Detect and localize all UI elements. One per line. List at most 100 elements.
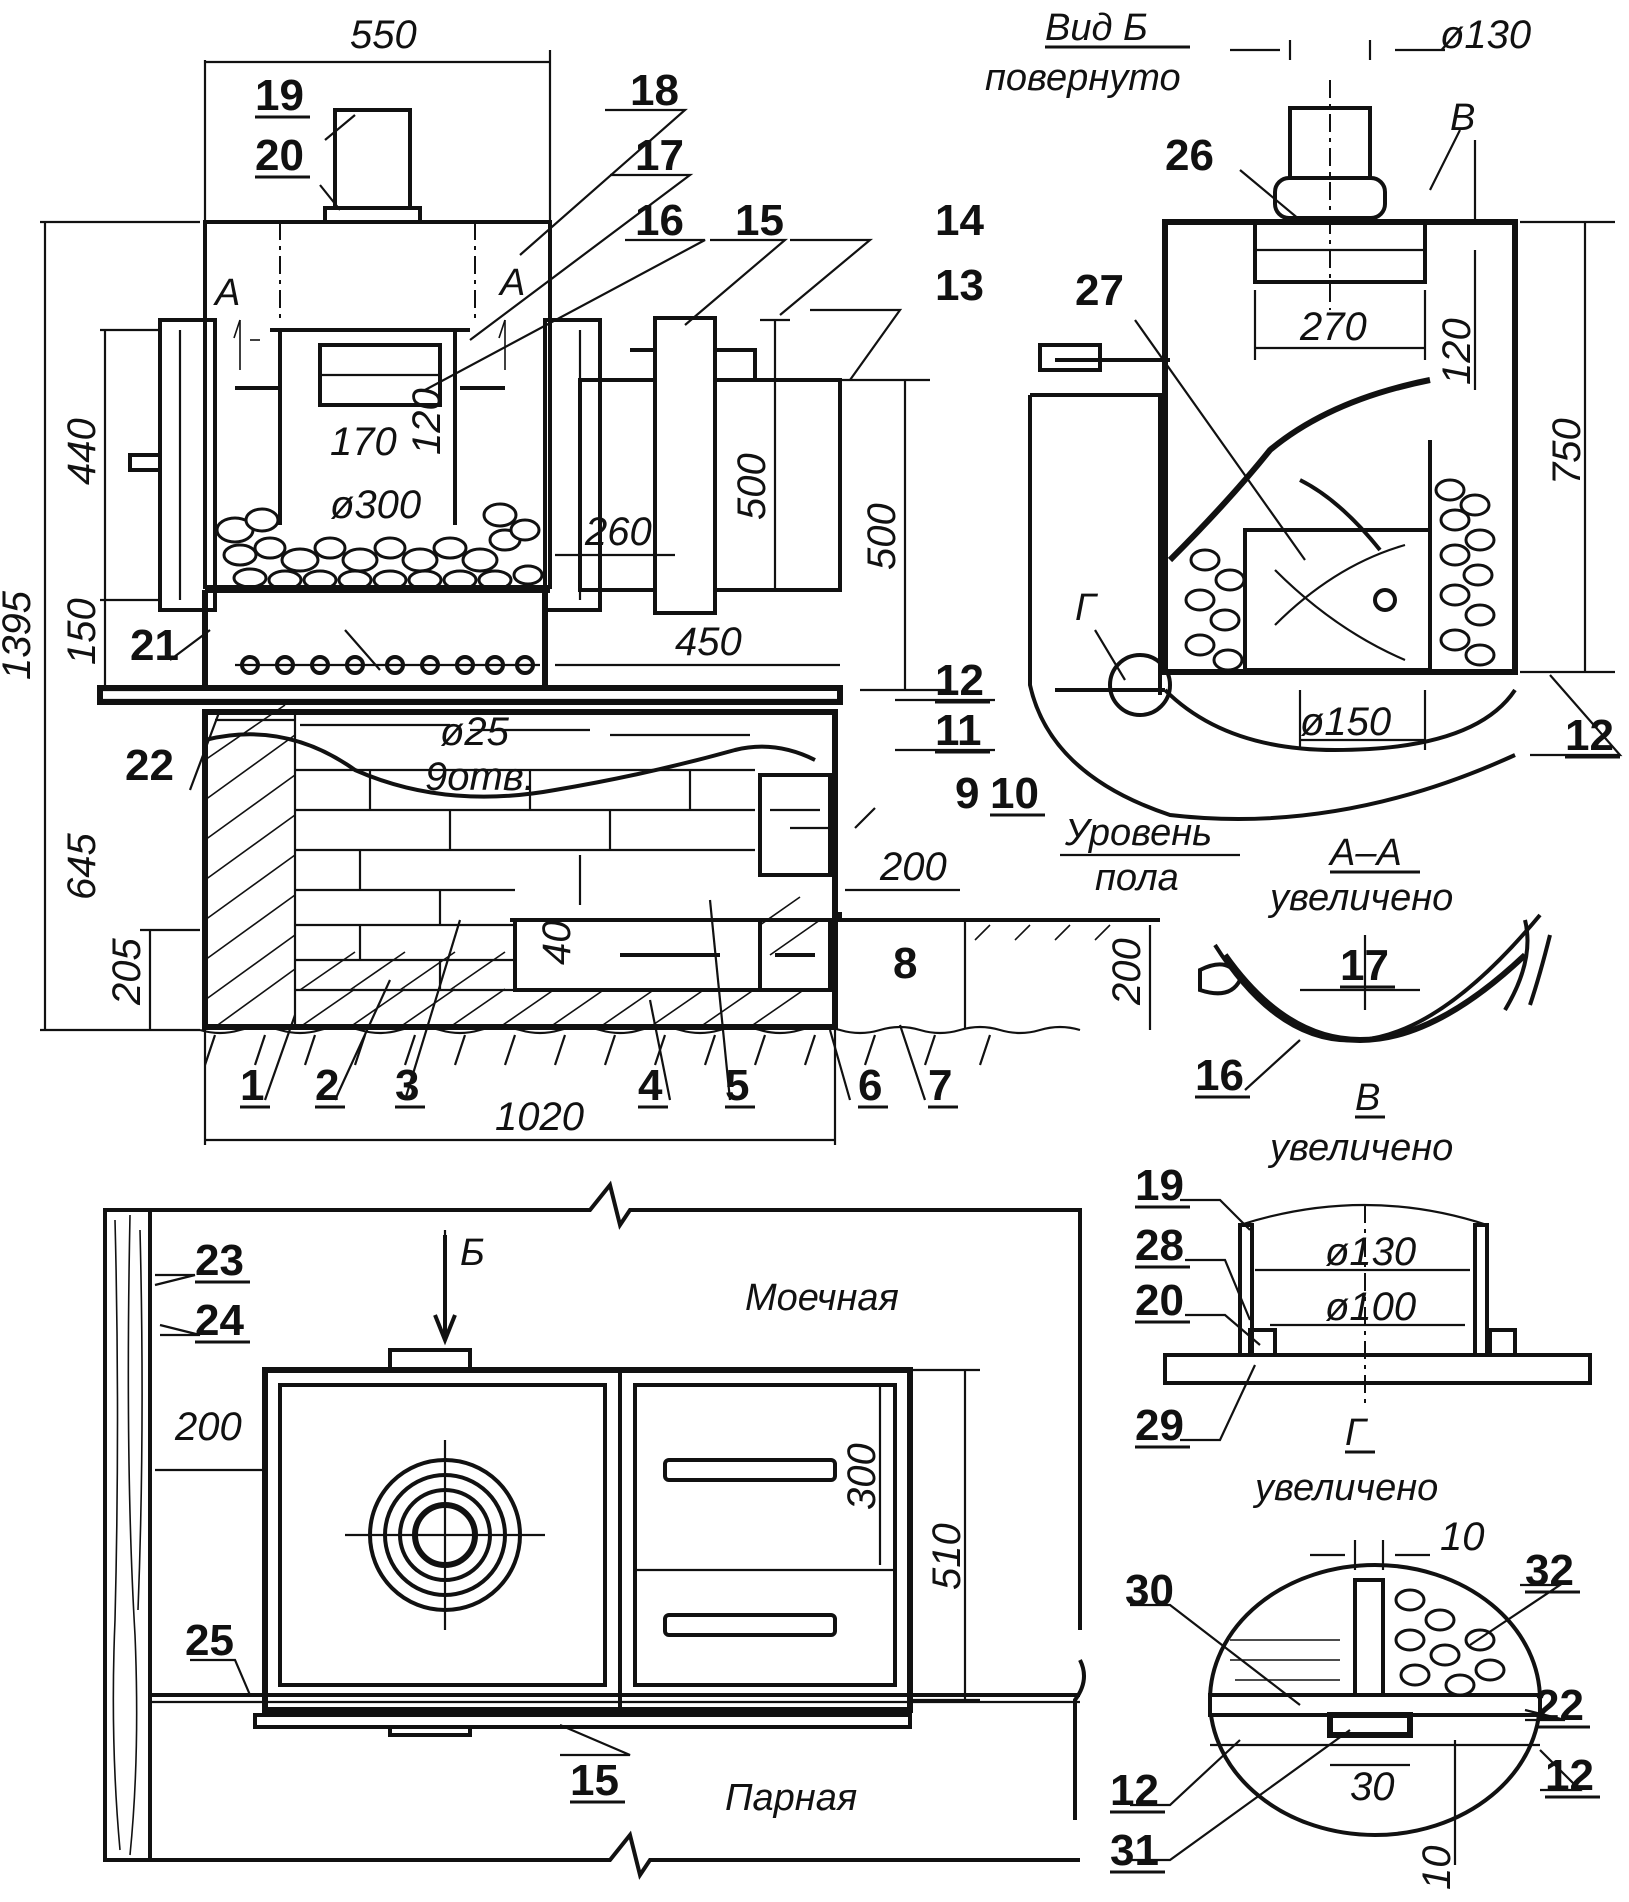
dim-window-h: 120 [405,388,449,455]
stones-side [1184,478,1496,672]
callout-18: 18 [630,66,679,115]
dim-grate-height: 150 [60,598,104,665]
callout-21: 21 [130,621,179,670]
callout-15: 15 [735,196,784,245]
callout-12-side: 12 [1565,711,1614,760]
callout-4: 4 [638,1061,663,1110]
callout-27: 27 [1075,266,1124,315]
callout-29: 29 [1135,1401,1184,1450]
callout-17-aa: 17 [1340,941,1389,990]
callout-20: 20 [255,131,304,180]
callout-22-g: 22 [1535,1681,1584,1730]
callout-28: 28 [1135,1221,1184,1270]
dim-g-30: 30 [1350,1765,1395,1809]
room-steam: Парная [725,1777,857,1819]
callout-numbers: 1 2 3 4 5 6 7 8 9 10 11 12 13 14 15 16 1… [125,66,1614,1875]
dim-gap-260: 260 [584,510,652,554]
dim-tank-diam: ø300 [330,483,421,527]
callout-12: 12 [935,656,984,705]
section-aa [1198,913,1552,1091]
dim-chimney-b: ø130 [1440,13,1531,57]
dim-holes-diam: ø25 [440,710,510,754]
stones-front [215,502,544,591]
dim-side-750: 750 [1545,418,1589,485]
view-b [1028,40,1623,821]
plan-arrow-b: Б [460,1232,485,1274]
dim-floor-offset: 205 [105,938,149,1006]
stones-detail [1394,1588,1506,1697]
dim-holes-count: 9отв. [425,755,535,799]
callout-26: 26 [1165,131,1214,180]
word-labels: Вид Б повернуто А А Уровень пола А–А уве… [213,7,1475,1819]
dim-box-w: 450 [675,620,742,664]
callout-23: 23 [195,1236,244,1285]
aa-enlarged: увеличено [1267,877,1453,919]
view-b-title: Вид Б [1045,7,1148,49]
dim-b-d130: ø130 [1325,1230,1416,1274]
callout-24: 24 [195,1296,244,1345]
side-marker-g: Г [1075,587,1099,629]
callout-9: 9 [955,769,979,818]
dim-side-270: 270 [1299,305,1367,349]
callout-8: 8 [893,939,917,988]
callout-16: 16 [635,196,684,245]
dim-g-10a: 10 [1440,1515,1485,1559]
detail-g [1130,1540,1583,1865]
callout-underlines [195,115,1620,1874]
callout-17: 17 [635,131,684,180]
dim-length-1020: 1020 [495,1095,584,1139]
dim-floor-h: 200 [1105,938,1149,1006]
callout-16-aa: 16 [1195,1051,1244,1100]
callout-11: 11 [935,706,982,755]
callout-1: 1 [240,1061,264,1110]
dim-side-150: ø150 [1300,700,1391,744]
callout-10: 10 [990,769,1039,818]
front-elevation [40,50,1160,1145]
dim-box-h: 500 [860,503,904,570]
dimension-labels: 550 1395 440 150 645 205 170 120 ø300 26… [0,13,1589,1890]
plan-view [103,1180,1086,1880]
callout-15-plan: 15 [570,1756,619,1805]
callout-25: 25 [185,1616,234,1665]
callout-20-v: 20 [1135,1276,1184,1325]
detail-g-enlarged: увеличено [1252,1467,1438,1509]
callout-6: 6 [858,1061,882,1110]
detail-v-enlarged: увеличено [1267,1127,1453,1169]
detail-g-title: Г [1345,1412,1369,1454]
dim-heater-height: 440 [60,418,104,485]
callout-19-v: 19 [1135,1161,1184,1210]
floor-level-1: Уровень [1064,812,1212,854]
section-a-left: А [213,272,240,314]
callout-14: 14 [935,196,984,245]
callout-13: 13 [935,261,984,310]
dim-base-height: 645 [60,833,104,900]
dim-offset-40: 40 [535,921,579,966]
dim-top-width: 550 [350,13,417,57]
callout-12-g-right: 12 [1545,1751,1594,1800]
callout-31: 31 [1110,1826,1159,1875]
floor-level-2: пола [1095,857,1179,899]
dim-total-height: 1395 [0,590,39,680]
dim-side-120: 120 [1435,318,1479,385]
callout-30: 30 [1125,1566,1174,1615]
detail-v [1163,1198,1592,1442]
view-b-sub: повернуто [985,57,1181,99]
callout-3: 3 [395,1061,419,1110]
callout-12-g-left: 12 [1110,1766,1159,1815]
callout-5: 5 [725,1061,749,1110]
callout-22: 22 [125,741,174,790]
dim-window-w: 170 [330,420,397,464]
callout-19: 19 [255,71,304,120]
callout-2: 2 [315,1061,339,1110]
dim-plan-510: 510 [925,1523,969,1590]
dim-plan-200: 200 [174,1405,242,1449]
callout-7: 7 [928,1061,952,1110]
dim-tank-h: 500 [730,453,774,520]
detail-v-title: В [1355,1077,1380,1119]
side-marker-v: В [1450,97,1475,139]
room-wash: Моечная [745,1277,899,1319]
dim-wall-gap: 200 [879,845,947,889]
dim-g-10b: 10 [1415,1846,1459,1891]
callout-32: 32 [1525,1546,1574,1595]
